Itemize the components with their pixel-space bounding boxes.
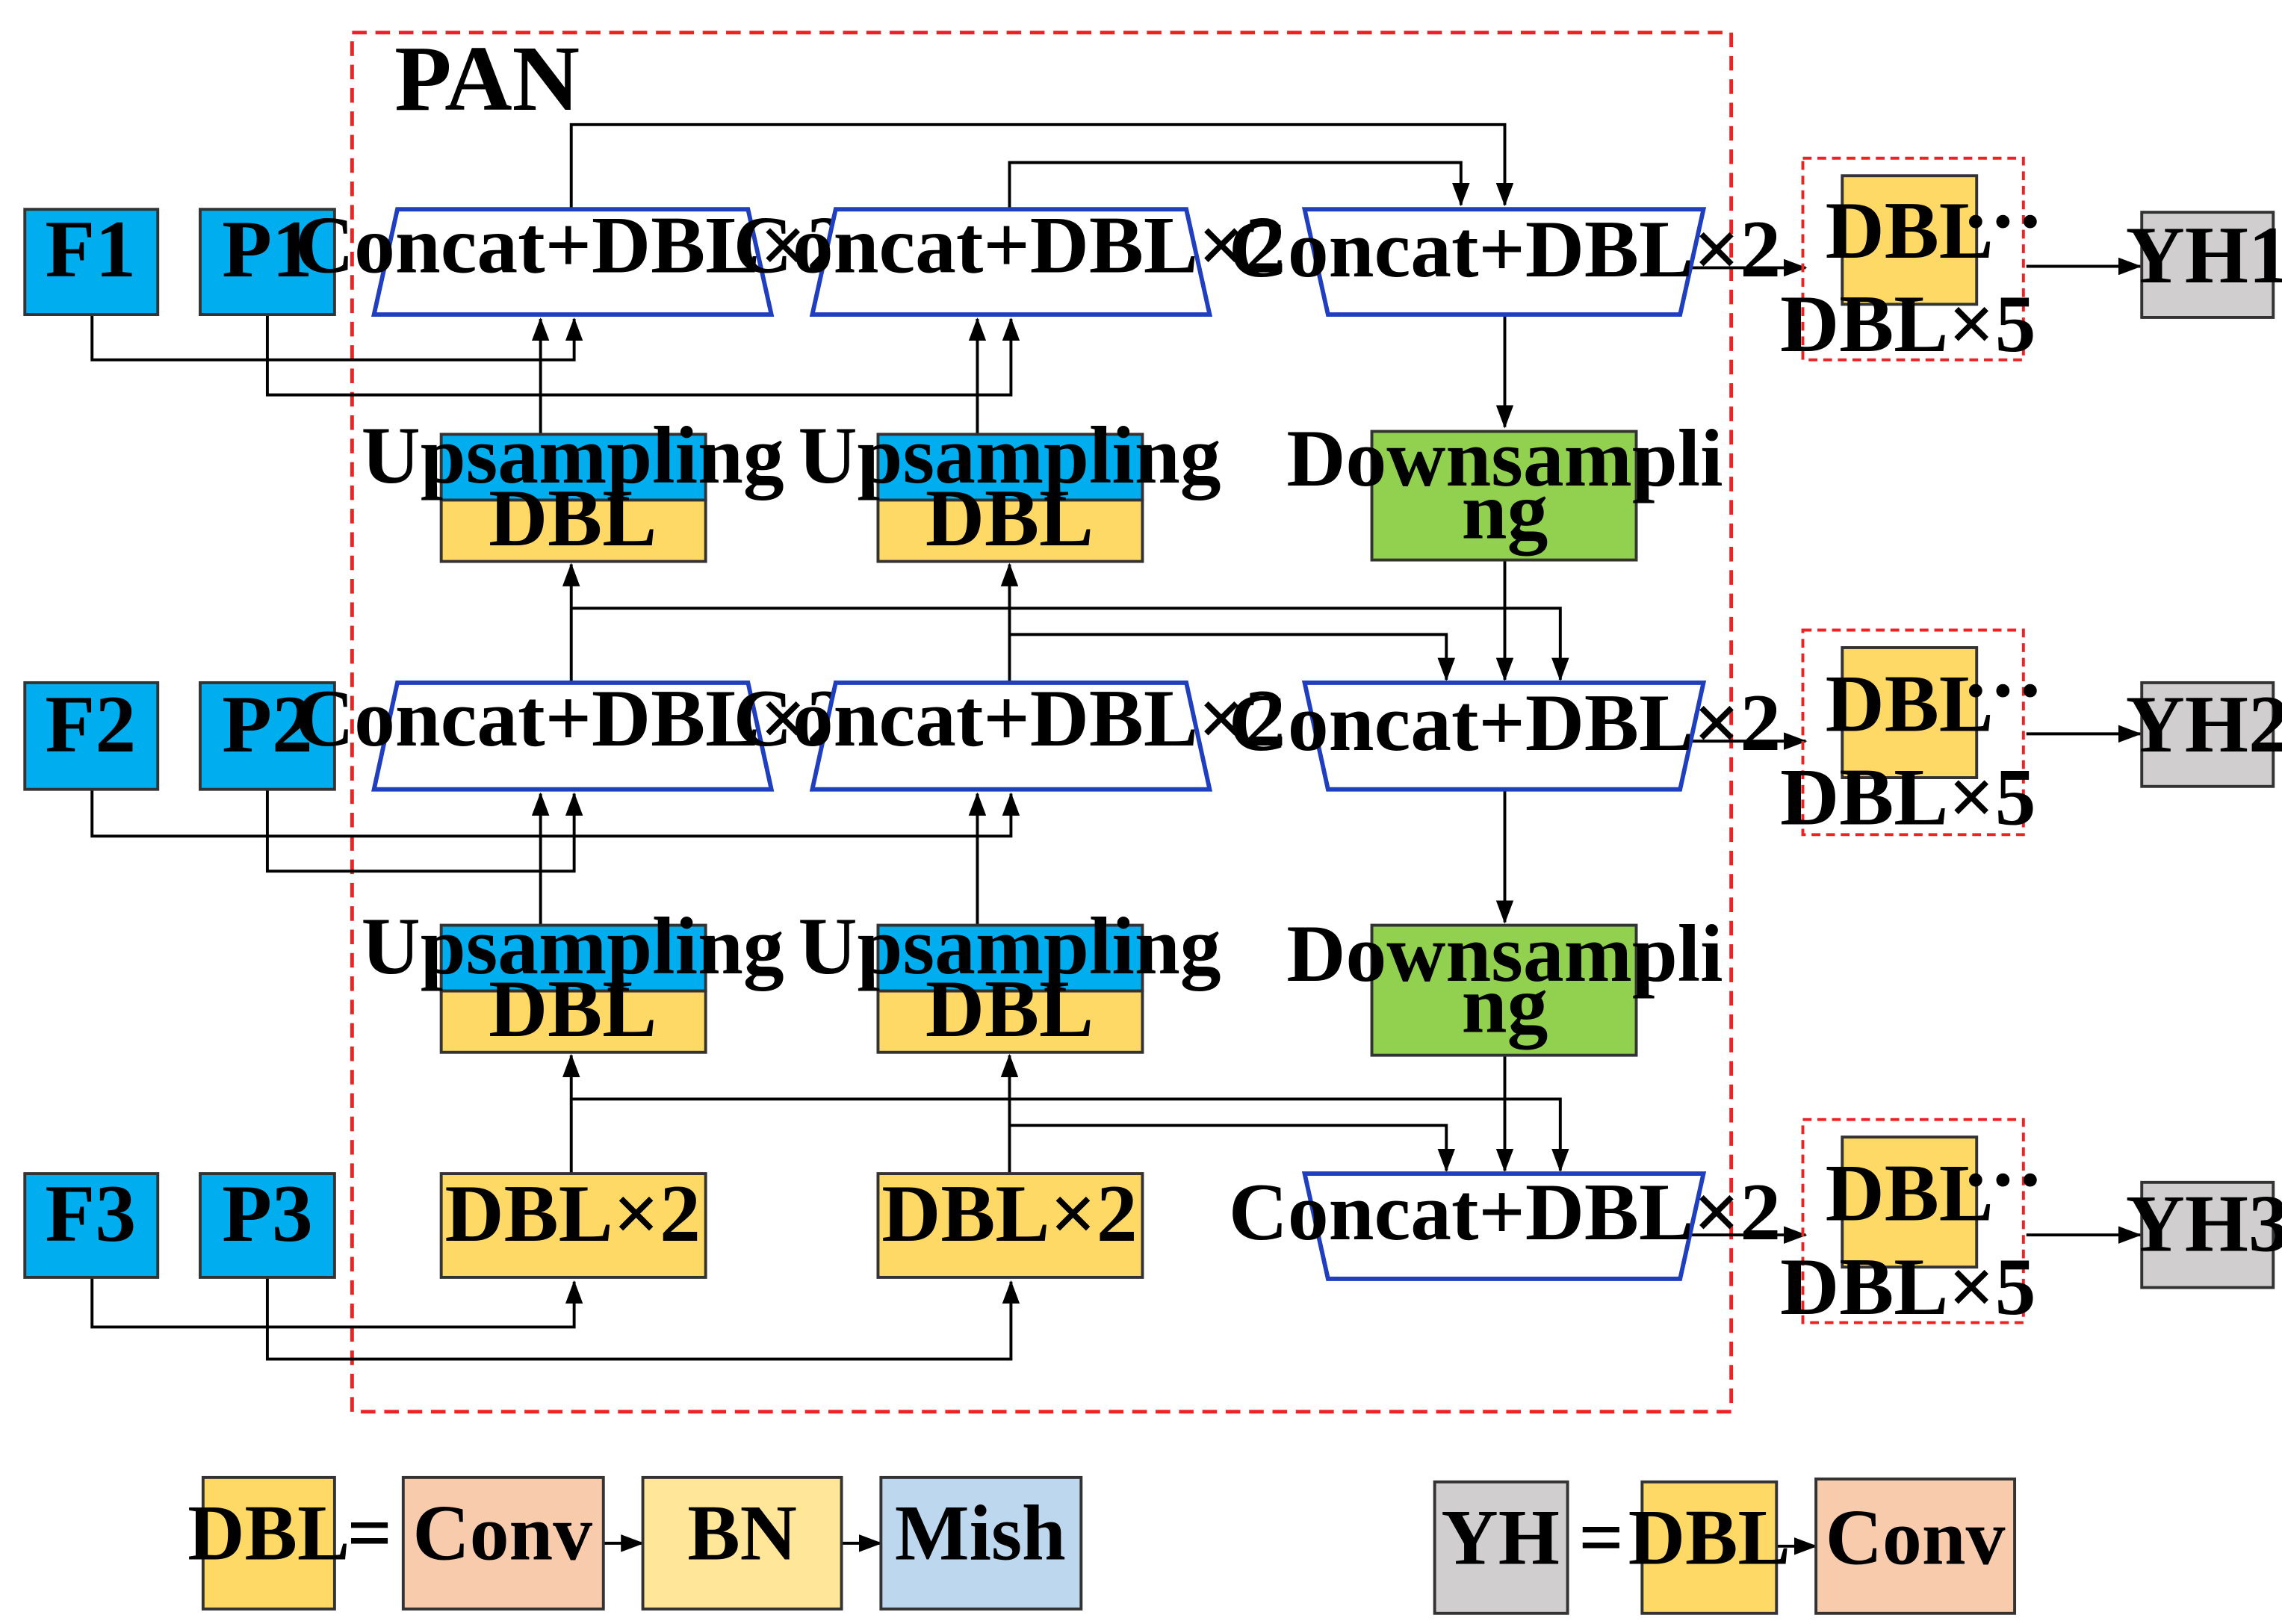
svg-text:Concat+DBL×2: Concat+DBL×2	[1229, 203, 1781, 294]
svg-text:DBL: DBL	[1628, 1493, 1790, 1581]
svg-text:···: ···	[1962, 645, 2044, 736]
svg-text:=: =	[1578, 1493, 1623, 1581]
input-p2: P2	[198, 678, 336, 791]
output-yh2: YH2	[2126, 678, 2282, 788]
edge-bot-c2-out3	[1009, 1124, 1456, 1173]
input-f2: F2	[23, 678, 160, 791]
svg-text:DBL: DBL	[1826, 185, 1994, 276]
head-1: DBL ··· DBL×5	[1780, 156, 2044, 369]
svg-text:Upsampling: Upsampling	[798, 409, 1221, 500]
svg-text:DBL: DBL	[1826, 657, 1994, 749]
svg-text:YH2: YH2	[2126, 678, 2282, 769]
svg-text:F3: F3	[45, 1168, 136, 1259]
input-p3: P3	[198, 1168, 336, 1279]
concat-r1c2: Concat+DBL×2	[734, 199, 1286, 317]
output-yh1: YH1	[2126, 209, 2282, 319]
svg-text:Concat+DBL×2: Concat+DBL×2	[1229, 677, 1781, 768]
pan-title: PAN	[394, 27, 580, 131]
concat-out2: Concat+DBL×2	[1229, 677, 1781, 792]
svg-text:DBL: DBL	[925, 472, 1094, 563]
legend-yh-definition: YH = DBL Conv	[1433, 1477, 2017, 1615]
svg-text:···: ···	[1962, 176, 2044, 267]
output-yh3: YH3	[2126, 1178, 2282, 1289]
svg-text:YH1: YH1	[2126, 209, 2282, 300]
svg-text:ng: ng	[1462, 465, 1548, 556]
legend-dbl-definition: DBL = Conv BN Mish	[187, 1475, 1083, 1611]
input-f1: F1	[23, 203, 160, 316]
dbl-x2-c2: DBL×2	[876, 1168, 1144, 1279]
svg-text:Concat+DBL×2: Concat+DBL×2	[734, 199, 1286, 290]
concat-r2c1: Concat+DBL×2	[295, 672, 847, 792]
concat-r2c2: Concat+DBL×2	[734, 672, 1286, 792]
svg-text:=: =	[347, 1489, 392, 1576]
svg-text:Upsampling: Upsampling	[798, 900, 1221, 991]
concat-r1c1: Concat+DBL×2	[295, 199, 847, 317]
svg-text:Concat+DBL×2: Concat+DBL×2	[295, 199, 847, 290]
edge-p1-concat-r1c2	[265, 314, 1020, 397]
edge-concat-r1c2-out1	[1008, 161, 1470, 210]
svg-text:Concat+DBL×2: Concat+DBL×2	[734, 672, 1286, 763]
svg-text:Mish: Mish	[895, 1489, 1066, 1576]
concat-out3: Concat+DBL×2	[1229, 1166, 1781, 1281]
upsampling-block-4: Upsampling DBL	[798, 900, 1221, 1054]
svg-text:Upsampling: Upsampling	[362, 900, 784, 991]
svg-text:F1: F1	[45, 203, 136, 294]
edge-f1-concat-r1c1	[90, 314, 583, 362]
svg-text:Concat+DBL×2: Concat+DBL×2	[295, 672, 847, 763]
svg-text:Conv: Conv	[1826, 1493, 2006, 1581]
svg-text:BN: BN	[687, 1489, 797, 1576]
svg-text:Upsampling: Upsampling	[362, 409, 784, 500]
edge-p3-dbl2-c2	[265, 1277, 1020, 1361]
svg-text:Conv: Conv	[412, 1489, 592, 1576]
svg-text:DBL: DBL	[187, 1489, 350, 1576]
svg-text:DBL×2: DBL×2	[881, 1168, 1137, 1259]
svg-text:DBL×5: DBL×5	[1780, 278, 2035, 369]
edge-concat-r1c1-out1	[569, 123, 1514, 210]
svg-text:DBL: DBL	[925, 963, 1094, 1054]
svg-text:DBL×5: DBL×5	[1780, 751, 2035, 843]
svg-text:Downsampli: Downsampli	[1286, 908, 1723, 999]
head-3: DBL ··· DBL×5	[1780, 1118, 2044, 1332]
edge-f3-dbl2-c1	[90, 1277, 583, 1329]
edge-bot-c1-out3	[571, 1097, 1569, 1173]
svg-text:Concat+DBL×2: Concat+DBL×2	[1229, 1166, 1781, 1257]
svg-text:F2: F2	[45, 678, 136, 769]
svg-text:DBL×5: DBL×5	[1780, 1241, 2035, 1332]
svg-text:DBL: DBL	[489, 472, 657, 563]
downsampling-1: Downsampli ng	[1286, 412, 1723, 562]
input-f3: F3	[23, 1168, 160, 1279]
input-p1: P1	[198, 203, 336, 316]
concat-out1: Concat+DBL×2	[1229, 203, 1781, 317]
upsampling-block-2: Upsampling DBL	[798, 409, 1221, 563]
edge-mid-c1-out2	[571, 607, 1569, 681]
svg-text:Downsampli: Downsampli	[1286, 412, 1723, 503]
edge-f2-concat-r2c2	[90, 789, 1020, 838]
dbl-x2-c1: DBL×2	[439, 1168, 707, 1279]
svg-text:YH3: YH3	[2126, 1178, 2282, 1269]
svg-text:YH: YH	[1441, 1493, 1559, 1581]
svg-text:P1: P1	[222, 203, 313, 294]
edge-mid-c2-out2	[1009, 633, 1456, 681]
svg-text:DBL: DBL	[489, 963, 657, 1054]
svg-text:···: ···	[1962, 1134, 2044, 1225]
svg-text:DBL: DBL	[1826, 1147, 1994, 1239]
edge-p2-concat-r2c1	[265, 789, 583, 873]
svg-text:DBL×2: DBL×2	[445, 1168, 701, 1259]
pan-region	[350, 31, 1734, 1414]
svg-text:P2: P2	[222, 678, 313, 769]
upsampling-block-3: Upsampling DBL	[362, 900, 784, 1054]
svg-text:ng: ng	[1462, 958, 1548, 1050]
head-2: DBL ··· DBL×5	[1780, 628, 2044, 843]
downsampling-2: Downsampli ng	[1286, 908, 1723, 1057]
svg-text:P3: P3	[222, 1168, 313, 1259]
upsampling-block-1: Upsampling DBL	[362, 409, 784, 563]
connectors	[90, 123, 2142, 1555]
